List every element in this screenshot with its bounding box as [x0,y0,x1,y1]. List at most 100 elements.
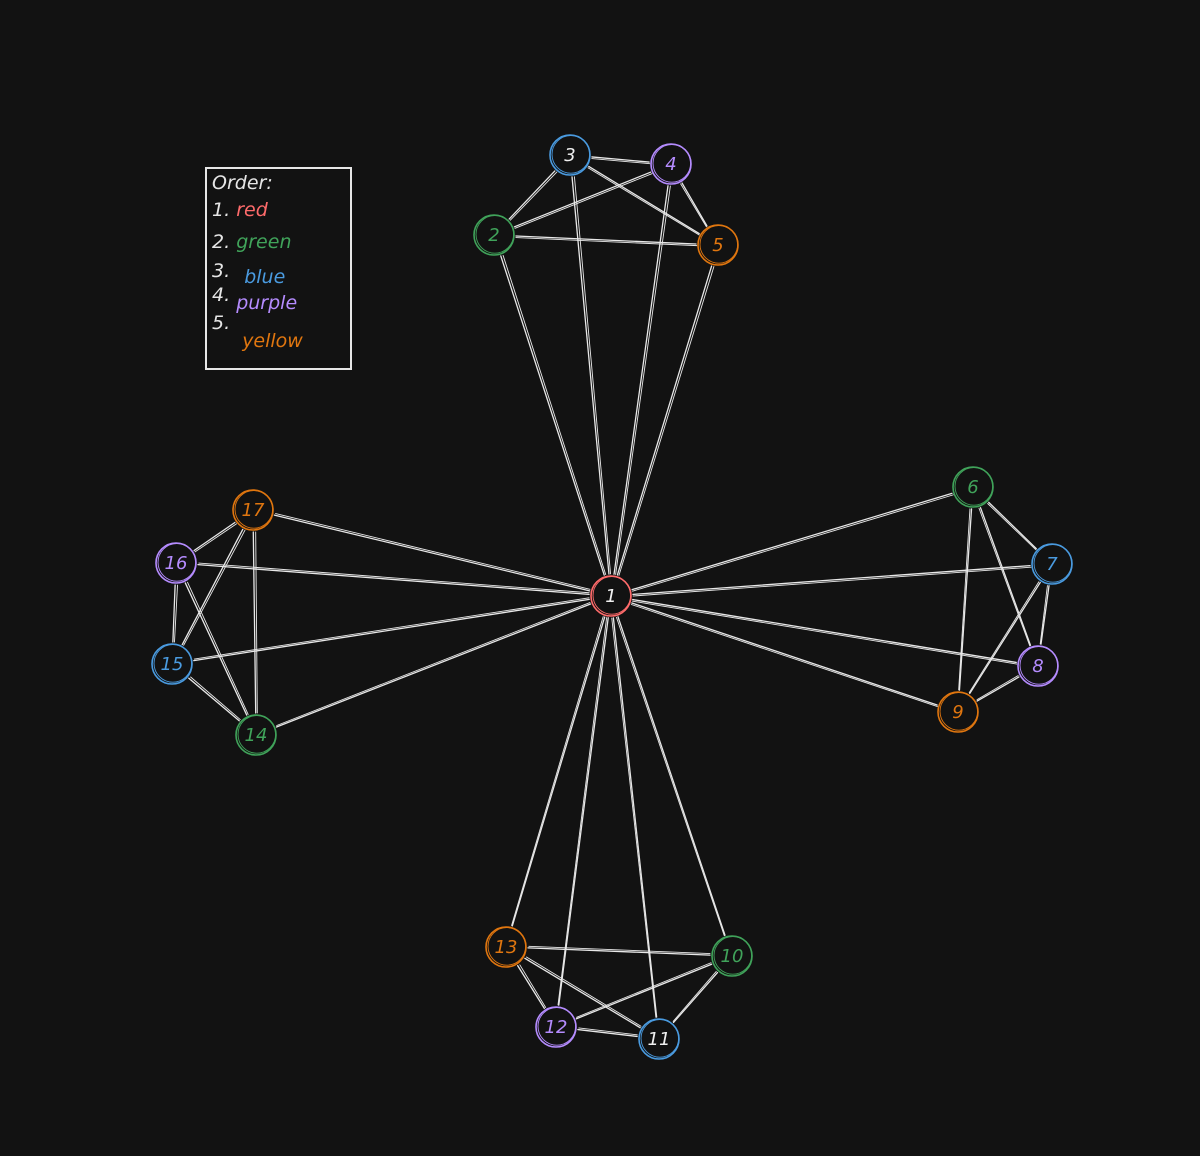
node-circle-outline [652,144,692,183]
node-11: 11 [638,1018,680,1060]
node-circle-outline [592,576,632,615]
edge-1-14 [275,603,592,728]
edge-2-3 [509,171,558,221]
edge-11-13 [526,956,642,1027]
node-3: 3 [549,134,591,176]
legend-label-purple: purple [236,292,298,314]
node-2: 2 [473,214,515,256]
edge-12-13 [519,964,547,1008]
edge-1-8 [632,598,1017,664]
node-7: 7 [1031,543,1073,585]
node-13: 13 [485,926,527,968]
edge-6-9 [958,508,973,691]
node-label: 7 [1046,554,1058,575]
edge-1-13 [511,616,606,927]
node-label: 10 [721,946,744,967]
node-5: 5 [697,224,739,266]
edge-1-12 [558,617,609,1006]
edge-1-4 [613,185,669,575]
node-label: 9 [952,702,963,723]
node-label: 15 [161,654,184,675]
edge-3-5 [587,167,700,236]
node-label: 14 [245,725,268,746]
edge-11-12 [577,1028,638,1038]
edge-14-16 [187,581,249,715]
legend-number: 5. [212,312,231,334]
node-circle-outline [954,467,994,506]
edge-7-8 [1040,585,1050,645]
edge-3-4 [591,158,651,165]
node-circle-outline [153,644,193,683]
node-circle-outline [237,715,277,754]
node-label: 11 [648,1029,671,1050]
edge-2-4 [513,171,652,228]
edge-10-11 [672,971,719,1024]
edge-10-12 [575,963,713,1020]
edge-1-8 [632,600,1018,665]
edge-6-9 [958,508,971,691]
edge-16-17 [194,523,238,553]
edge-1-7 [632,566,1032,597]
edge-1-9 [630,604,938,707]
edge-8-9 [976,675,1019,701]
edge-14-16 [184,582,248,716]
edge-10-11 [672,971,717,1022]
legend-number: 3. [212,260,231,282]
legend-label-red: red [236,199,268,221]
node-1: 1 [590,575,632,617]
edge-2-5 [515,237,698,247]
node-circle-outline [234,490,274,529]
edge-6-7 [988,501,1037,550]
node-label: 3 [564,145,575,166]
edge-14-17 [255,531,258,714]
node-label: 13 [495,937,518,958]
node-circle-outline [157,543,197,582]
edge-1-16 [197,564,590,595]
edge-10-12 [576,962,712,1018]
edge-1-2 [500,255,605,576]
node-circle-outline [475,215,515,254]
edge-7-9 [968,581,1040,694]
edge-1-6 [631,492,953,591]
edge-15-17 [183,529,246,646]
edge-layer [172,156,1050,1038]
node-label: 16 [165,553,188,574]
node-label: 5 [712,235,723,256]
legend-number: 4. [212,284,231,306]
edge-2-3 [508,170,556,220]
edge-7-9 [969,581,1041,695]
edge-1-14 [276,602,591,726]
node-circle-outline [537,1007,577,1046]
edge-4-5 [680,183,707,228]
node-15: 15 [151,643,193,685]
edge-1-10 [616,616,725,937]
node-8: 8 [1017,645,1059,687]
edge-1-17 [275,513,591,590]
edge-14-15 [188,677,240,722]
node-17: 17 [232,489,274,531]
node-circle-outline [1019,646,1059,685]
edge-3-5 [588,165,700,235]
node-label: 1 [605,586,616,607]
node-circle-outline [939,692,979,731]
node-label: 12 [545,1017,568,1038]
edge-7-8 [1039,585,1048,645]
node-label: 2 [488,225,499,246]
edge-10-13 [527,947,711,956]
legend-title: Order: [212,172,273,194]
node-label: 8 [1032,656,1043,677]
edge-6-7 [987,503,1037,551]
node-9: 9 [937,691,979,733]
node-label: 17 [242,500,265,521]
node-16: 16 [155,542,197,584]
edge-2-5 [515,235,697,245]
node-circle-outline [1033,544,1073,583]
edge-1-3 [571,176,610,575]
edge-3-4 [591,156,650,163]
node-circle-outline [551,135,591,174]
legend-item-yellow: 5. yellow [212,312,303,352]
edge-10-13 [528,945,711,954]
node-circle-outline [699,225,739,264]
